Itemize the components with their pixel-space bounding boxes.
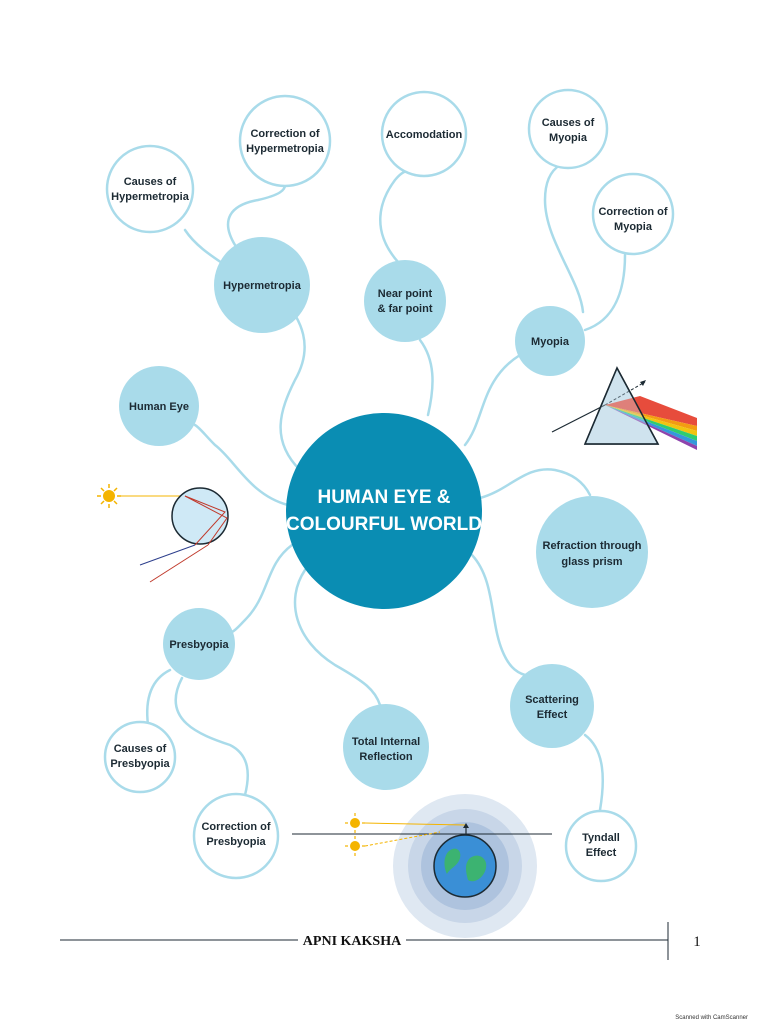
connector-presbyopia-causes (146, 668, 172, 727)
node-causes-presbyopia[interactable]: Causes of Presbyopia (103, 720, 177, 794)
connector-center-tir (293, 568, 382, 707)
node-presbyopia[interactable]: Presbyopia (163, 608, 235, 680)
connector-center-myopia (463, 353, 522, 447)
node-refraction-prism[interactable]: Refraction through glass prism (536, 496, 648, 608)
footer: APNI KAKSHA 1 (60, 922, 701, 960)
node-scattering-effect[interactable]: Scattering Effect (510, 664, 594, 748)
connector-center-nearpoint (418, 338, 434, 417)
node-label-1: Accomodation (386, 129, 463, 141)
node-correction-myopia[interactable]: Correction of Myopia (591, 172, 675, 256)
connector-scattering-tyndall (583, 733, 604, 812)
nodes: Correction of Hypermetropia Causes of Hy… (103, 88, 675, 883)
central-node[interactable]: HUMAN EYE & COLOURFUL WORLD (286, 413, 482, 609)
connector-presbyopia-correction (174, 676, 249, 797)
node-label-1: Tyndall (582, 832, 620, 844)
node-label-1: Hypermetropia (223, 280, 302, 292)
node-label-2: Presbyopia (110, 758, 170, 770)
node-label-2: Effect (586, 847, 617, 859)
connector-center-presbyopia (230, 543, 294, 634)
node-label-2: Presbyopia (206, 836, 266, 848)
node-label-2: glass prism (561, 556, 622, 568)
connector-myopia-causes (543, 163, 585, 314)
node-label-1: Causes of (114, 743, 167, 755)
scanner-watermark: Scanned with CamScanner (675, 1015, 748, 1021)
footer-brand: APNI KAKSHA (303, 934, 402, 949)
central-title-line1: HUMAN EYE & (317, 487, 450, 508)
node-label-1: Refraction through (543, 540, 642, 552)
connector-hypermetropia-correction (226, 183, 287, 247)
node-label-1: Causes of (542, 117, 595, 129)
connectors (146, 163, 627, 812)
node-label-2: & far point (378, 303, 433, 315)
node-total-internal-reflection[interactable]: Total Internal Reflection (343, 704, 429, 790)
node-correction-presbyopia[interactable]: Correction of Presbyopia (192, 792, 280, 880)
connector-center-humaneye (193, 423, 290, 507)
connector-myopia-correction (583, 253, 627, 332)
connector-hypermetropia-causes (183, 228, 227, 267)
node-correction-hypermetropia[interactable]: Correction of Hypermetropia (238, 94, 332, 188)
node-near-far-point[interactable]: Near point & far point (364, 260, 446, 342)
sun-icon (345, 836, 365, 856)
node-label-2: Myopia (549, 132, 588, 144)
node-myopia[interactable]: Myopia (515, 306, 585, 376)
node-accomodation[interactable]: Accomodation (380, 90, 468, 178)
sun-icon (97, 484, 121, 508)
node-label-1: Presbyopia (169, 639, 229, 651)
connector-center-refraction (478, 468, 592, 500)
central-title-line2: COLOURFUL WORLD (286, 514, 482, 535)
connector-nearpoint-accomodation (379, 169, 417, 264)
node-label-2: Myopia (614, 221, 653, 233)
connector-center-hypermetropia (279, 298, 306, 472)
node-label-1: Total Internal (352, 736, 420, 748)
node-label-1: Correction of (250, 128, 319, 140)
prism-dispersion-illustration (551, 366, 697, 450)
node-tyndall-effect[interactable]: Tyndall Effect (564, 809, 638, 883)
node-label-1: Scattering (525, 694, 579, 706)
node-label-1: Correction of (201, 821, 270, 833)
node-human-eye[interactable]: Human Eye (119, 366, 199, 446)
page-number: 1 (693, 934, 701, 950)
node-hypermetropia[interactable]: Hypermetropia (214, 237, 310, 333)
sun-icon (345, 813, 365, 833)
node-causes-hypermetropia[interactable]: Causes of Hypermetropia (105, 144, 195, 234)
eye-diagram-illustration (97, 484, 229, 583)
node-label-2: Effect (537, 709, 568, 721)
node-label-2: Reflection (359, 751, 412, 763)
node-label-1: Near point (378, 288, 433, 300)
node-label-2: Hypermetropia (111, 191, 190, 203)
earth-atmosphere-illustration (292, 794, 552, 938)
node-label-1: Human Eye (129, 401, 189, 413)
earth-icon (444, 848, 487, 882)
node-label-1: Causes of (124, 176, 177, 188)
connector-center-scattering (470, 553, 527, 677)
node-label-1: Correction of (598, 206, 667, 218)
node-label-2: Hypermetropia (246, 143, 325, 155)
node-causes-myopia[interactable]: Causes of Myopia (527, 88, 609, 170)
node-label-1: Myopia (531, 336, 570, 348)
